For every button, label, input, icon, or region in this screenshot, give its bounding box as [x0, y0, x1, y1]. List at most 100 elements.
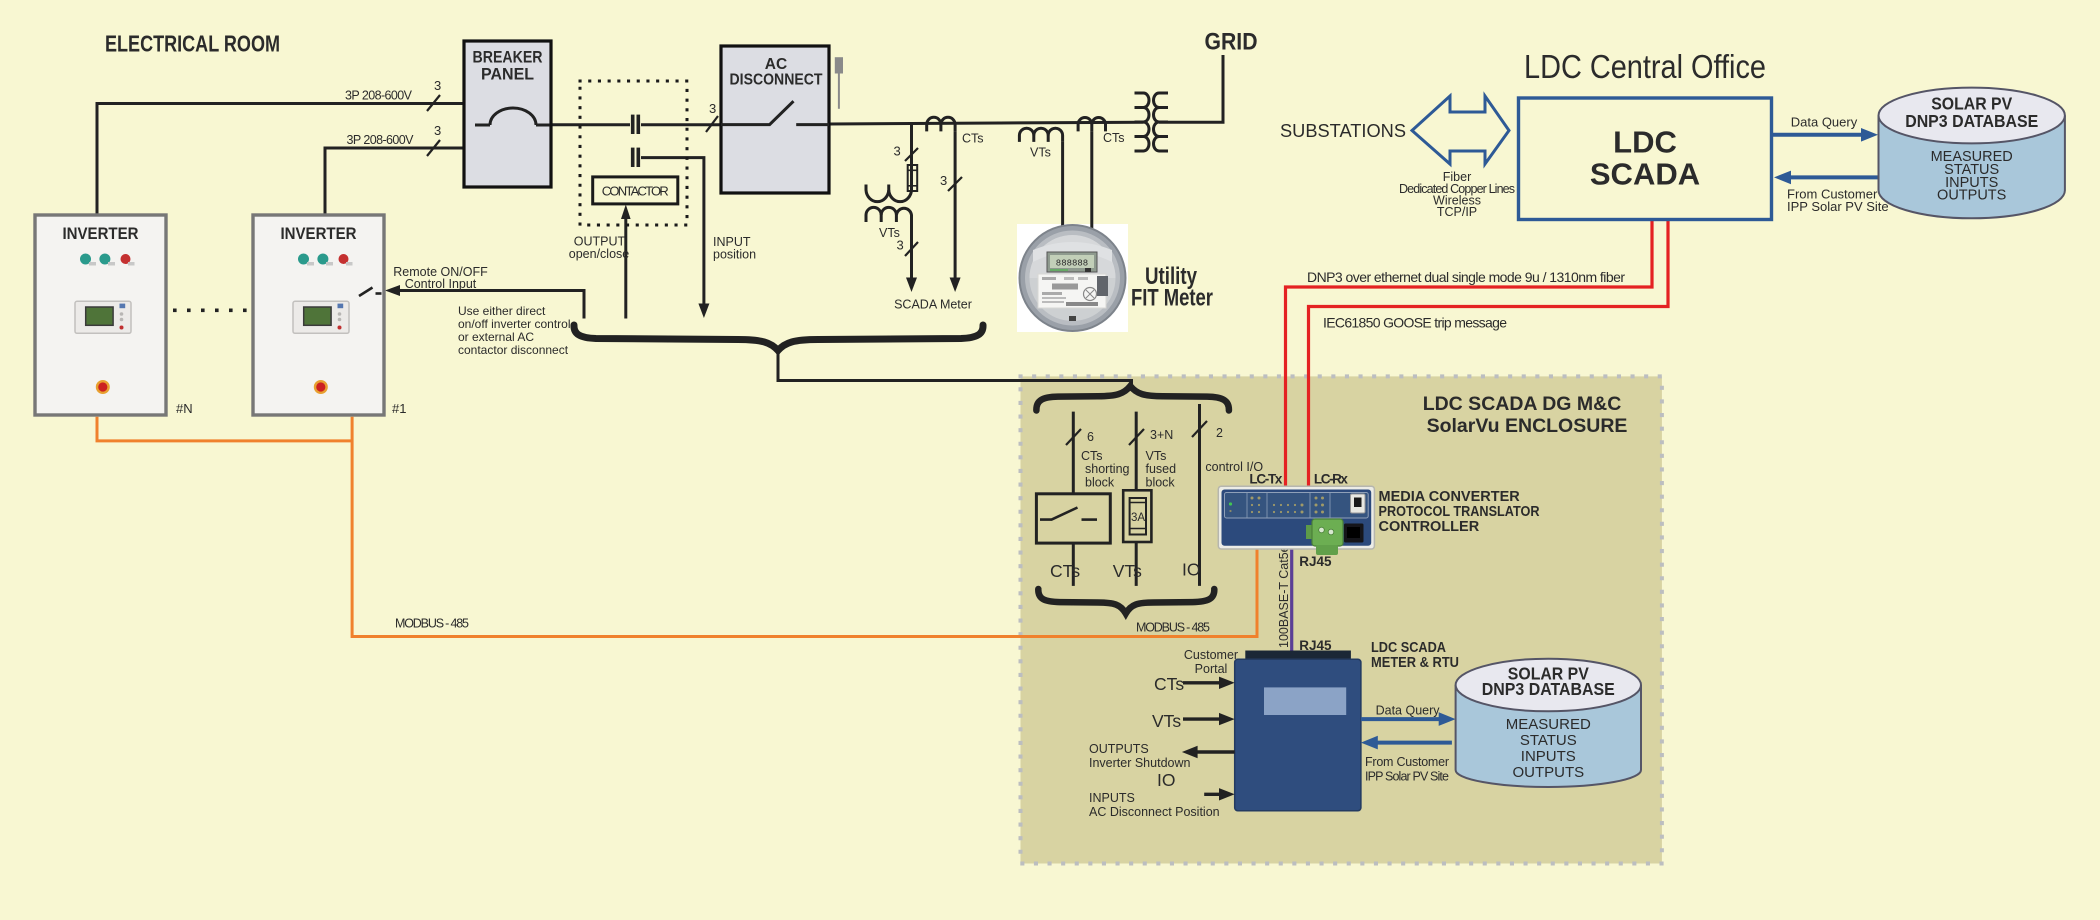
svg-text:CTs: CTs: [1081, 449, 1103, 463]
svg-text:FIT Meter: FIT Meter: [1131, 285, 1213, 312]
svg-text:LDC Central Office: LDC Central Office: [1524, 48, 1766, 85]
svg-text:INPUTS: INPUTS: [1089, 791, 1135, 805]
svg-text:OUTPUT: OUTPUT: [574, 235, 626, 249]
svg-text:RJ45: RJ45: [1299, 554, 1332, 569]
svg-text:PANEL: PANEL: [481, 65, 534, 84]
svg-text:MODBUS - 485: MODBUS - 485: [1136, 621, 1210, 635]
svg-text:ELECTRICAL ROOM: ELECTRICAL ROOM: [105, 31, 280, 57]
svg-text:Use either direct: Use either direct: [458, 304, 546, 318]
svg-text:3P 208-600V: 3P 208-600V: [347, 133, 415, 147]
svg-text:6: 6: [1087, 430, 1094, 444]
svg-text:Fiber: Fiber: [1443, 170, 1471, 184]
svg-text:CTs: CTs: [1050, 561, 1080, 581]
svg-text:DNP3 DATABASE: DNP3 DATABASE: [1482, 679, 1615, 699]
svg-text:Remote ON/OFF: Remote ON/OFF: [393, 265, 488, 279]
svg-text:on/off inverter control: on/off inverter control: [458, 317, 571, 331]
svg-text:3: 3: [709, 101, 716, 116]
svg-text:IO: IO: [1157, 770, 1175, 790]
svg-text:Control Input: Control Input: [405, 277, 477, 291]
svg-text:AC: AC: [765, 56, 787, 73]
svg-text:SUBSTATIONS: SUBSTATIONS: [1280, 121, 1406, 141]
svg-text:STATUS: STATUS: [1520, 732, 1577, 749]
svg-text:MEASURED: MEASURED: [1506, 716, 1591, 733]
svg-text:position: position: [713, 248, 756, 262]
svg-text:LDC: LDC: [1613, 125, 1677, 160]
svg-text:block: block: [1146, 476, 1176, 490]
svg-text:VTs: VTs: [1152, 711, 1181, 731]
svg-text:From Customer: From Customer: [1787, 187, 1878, 202]
svg-text:fused: fused: [1146, 462, 1177, 476]
svg-text:100BASE-T Cat5e: 100BASE-T Cat5e: [1277, 545, 1291, 648]
svg-text:Data Query: Data Query: [1376, 704, 1441, 718]
svg-text:3: 3: [897, 238, 904, 253]
svg-text:IEC61850 GOOSE trip message: IEC61850 GOOSE trip message: [1323, 315, 1507, 331]
svg-text:#1: #1: [392, 401, 406, 416]
svg-text:3: 3: [894, 144, 901, 159]
svg-text:INPUTS: INPUTS: [1521, 748, 1576, 765]
svg-text:STATUS: STATUS: [1944, 162, 1999, 178]
svg-text:CONTROLLER: CONTROLLER: [1379, 519, 1480, 535]
svg-text:MEDIA CONVERTER: MEDIA CONVERTER: [1379, 489, 1521, 505]
svg-text:LC-Rx: LC-Rx: [1314, 472, 1348, 487]
svg-text:Utility: Utility: [1145, 263, 1198, 290]
svg-text:MEASURED: MEASURED: [1931, 149, 2013, 165]
svg-text:DNP3 DATABASE: DNP3 DATABASE: [1905, 111, 2038, 131]
svg-text:block: block: [1085, 476, 1115, 490]
svg-text:INPUTS: INPUTS: [1945, 175, 1998, 191]
svg-text:GRID: GRID: [1205, 29, 1258, 56]
svg-text:3: 3: [434, 78, 441, 93]
svg-text:Dedicated Copper Lines: Dedicated Copper Lines: [1399, 182, 1515, 196]
svg-text:SOLAR PV: SOLAR PV: [1931, 94, 2012, 114]
svg-text:CTs: CTs: [962, 132, 984, 146]
svg-text:888888: 888888: [1056, 259, 1088, 269]
svg-text:SCADA: SCADA: [1590, 157, 1700, 192]
svg-text:DNP3 over ethernet dual single: DNP3 over ethernet dual single mode 9u /…: [1307, 269, 1625, 285]
svg-text:PROTOCOL TRANSLATOR: PROTOCOL TRANSLATOR: [1379, 504, 1540, 520]
svg-text:INVERTER: INVERTER: [281, 225, 357, 243]
svg-text:open/close: open/close: [569, 247, 630, 261]
svg-text:contactor disconnect: contactor disconnect: [458, 343, 569, 357]
svg-text:OUTPUTS: OUTPUTS: [1937, 188, 2006, 204]
svg-text:3P 208-600V: 3P 208-600V: [345, 89, 413, 103]
svg-text:Data Query: Data Query: [1791, 115, 1858, 130]
svg-text:shorting: shorting: [1085, 462, 1130, 476]
svg-text:VTs: VTs: [1030, 146, 1051, 160]
svg-text:DISCONNECT: DISCONNECT: [730, 72, 823, 89]
svg-text:control I/O: control I/O: [1205, 460, 1263, 474]
svg-text:METER & RTU: METER & RTU: [1371, 655, 1459, 671]
svg-text:or external AC: or external AC: [458, 330, 534, 344]
svg-text:SolarVu ENCLOSURE: SolarVu ENCLOSURE: [1427, 415, 1628, 437]
svg-text:CTs: CTs: [1154, 674, 1184, 694]
svg-text:3A: 3A: [1131, 512, 1145, 524]
svg-text:#N: #N: [176, 401, 193, 416]
svg-text:IO: IO: [1182, 560, 1200, 580]
svg-text:INVERTER: INVERTER: [63, 225, 139, 243]
svg-text:LC-Tx: LC-Tx: [1249, 472, 1282, 487]
svg-text:CTs: CTs: [1103, 131, 1125, 145]
svg-text:BREAKER: BREAKER: [473, 48, 543, 67]
svg-text:CONTACTOR: CONTACTOR: [602, 184, 669, 199]
svg-text:SCADA Meter: SCADA Meter: [894, 298, 972, 312]
svg-text:From Customer: From Customer: [1365, 755, 1449, 769]
svg-text:LDC SCADA: LDC SCADA: [1371, 640, 1446, 656]
svg-text:LDC SCADA DG M&C: LDC SCADA DG M&C: [1423, 393, 1622, 415]
svg-text:INPUT: INPUT: [713, 235, 751, 249]
svg-text:TCP/IP: TCP/IP: [1437, 205, 1477, 219]
svg-text:2: 2: [1216, 426, 1223, 440]
svg-text:VTs: VTs: [1113, 561, 1142, 581]
svg-text:VTs: VTs: [1146, 449, 1167, 463]
svg-text:OUTPUTS: OUTPUTS: [1089, 742, 1149, 756]
svg-text:Portal: Portal: [1195, 662, 1228, 676]
svg-text:RJ45: RJ45: [1299, 638, 1332, 653]
svg-text:Wireless: Wireless: [1433, 194, 1481, 208]
svg-text:VTs: VTs: [879, 226, 900, 240]
svg-text:AC Disconnect Position: AC Disconnect Position: [1089, 805, 1220, 819]
svg-text:3+N: 3+N: [1150, 428, 1173, 442]
svg-text:3: 3: [434, 123, 441, 138]
svg-text:Customer: Customer: [1184, 648, 1238, 662]
svg-text:SOLAR PV: SOLAR PV: [1508, 664, 1589, 684]
svg-text:Inverter Shutdown: Inverter Shutdown: [1089, 756, 1190, 770]
svg-text:IPP Solar PV Site: IPP Solar PV Site: [1365, 770, 1449, 784]
svg-text:OUTPUTS: OUTPUTS: [1512, 764, 1584, 781]
svg-text:3: 3: [940, 173, 947, 188]
